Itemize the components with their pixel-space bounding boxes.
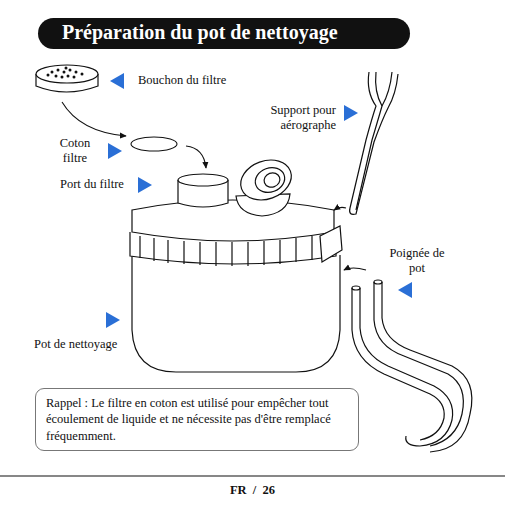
part-label: Support pour aérographe xyxy=(252,103,336,133)
note-text: Rappel : Le filtre en coton est utilisé … xyxy=(46,395,348,444)
cotton-filter xyxy=(131,137,177,151)
lid-nozzle xyxy=(235,153,297,216)
page-number: FR / 26 xyxy=(200,483,305,498)
filter-cap xyxy=(36,65,98,92)
pot-lid xyxy=(130,200,342,266)
blue-pointer xyxy=(106,73,412,328)
pot-body xyxy=(132,255,340,372)
title-bar: Préparation du pot de nettoyage xyxy=(38,18,410,49)
assembly-arrow xyxy=(334,207,346,210)
assembly-arrow xyxy=(344,268,366,270)
part-label: Bouchon du filtre xyxy=(138,73,258,88)
assembly-arrow xyxy=(186,146,206,168)
airbrush-holder xyxy=(350,72,398,214)
assembly-arrow xyxy=(62,102,126,136)
note-box: Rappel : Le filtre en coton est utilisé … xyxy=(35,388,359,451)
title-text: Préparation du pot de nettoyage xyxy=(62,21,338,44)
part-label: Poignée de pot xyxy=(384,246,450,276)
filter-port xyxy=(178,174,228,207)
part-label: Pot de nettoyage xyxy=(34,337,144,352)
footer-rule xyxy=(0,475,505,476)
pot-handle xyxy=(352,280,472,452)
part-label: Port du filtre xyxy=(60,177,140,192)
part-label: Coton filtre xyxy=(50,136,100,166)
